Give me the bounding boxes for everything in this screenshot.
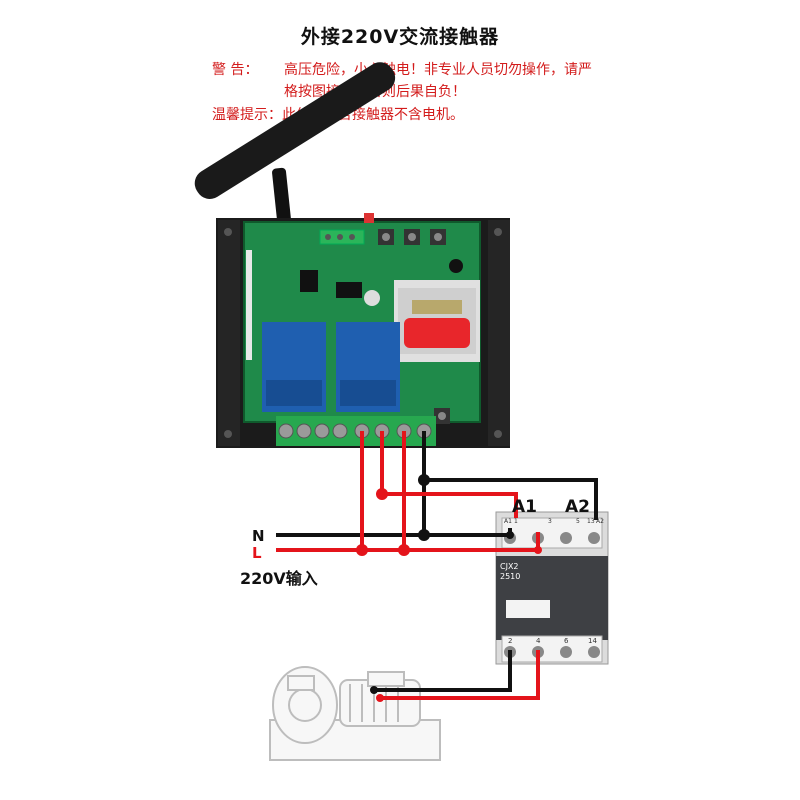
input-label: 220V输入 bbox=[240, 569, 318, 588]
l-label: L bbox=[252, 544, 262, 562]
a1-label: A1 bbox=[512, 497, 537, 517]
junction-dots bbox=[356, 474, 542, 702]
contactor-model-1: CJX2 bbox=[500, 562, 519, 571]
contactor-model-2: 2510 bbox=[500, 572, 520, 581]
term-bottom-14: 14 bbox=[588, 637, 597, 645]
term-top-a2: A2 bbox=[596, 518, 604, 525]
page-title: 外接220V交流接触器 bbox=[300, 26, 500, 48]
term-bottom-6: 6 bbox=[564, 637, 569, 645]
term-top-3: 3 bbox=[548, 518, 552, 525]
n-label: N bbox=[252, 527, 265, 545]
warning-label: 警 告： bbox=[212, 62, 259, 78]
term-bottom-2: 2 bbox=[508, 637, 512, 645]
contactor: CJX2 2510 A1 1 3 5 13 A2 2 4 6 14 bbox=[495, 511, 609, 665]
pump-motor-icon bbox=[269, 666, 441, 761]
controller-board bbox=[216, 213, 510, 448]
term-top-a1: A1 bbox=[504, 518, 512, 525]
term-top-1: 1 bbox=[514, 518, 518, 525]
neutral-wires bbox=[276, 431, 598, 692]
term-bottom-4: 4 bbox=[536, 637, 541, 645]
a2-label: A2 bbox=[565, 497, 590, 517]
term-top-13: 13 bbox=[587, 518, 595, 525]
term-top-5: 5 bbox=[576, 518, 580, 525]
